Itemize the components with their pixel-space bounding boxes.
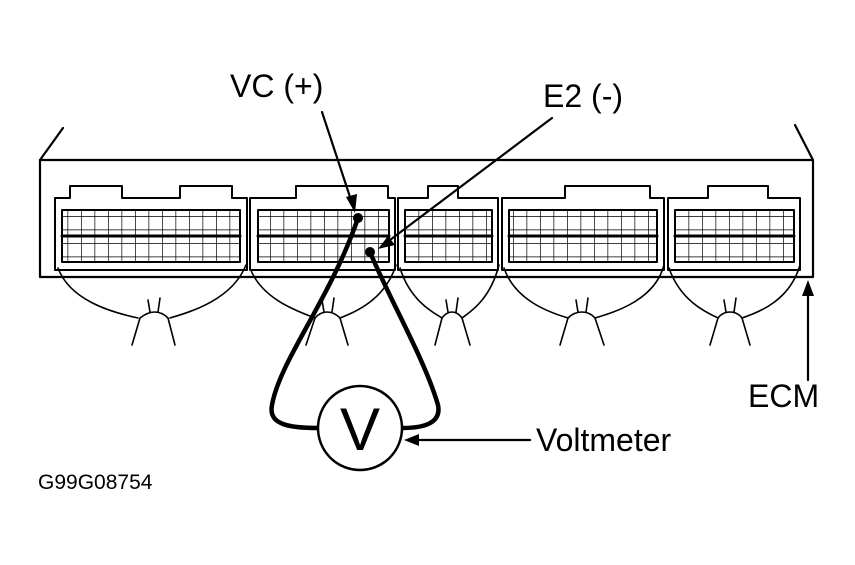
ecm-connector-5 bbox=[667, 185, 801, 271]
figure-code: G99G08754 bbox=[38, 471, 153, 494]
wire-harness bbox=[57, 264, 801, 346]
voltmeter-symbol: V bbox=[316, 384, 404, 472]
ecm-connector-4 bbox=[501, 185, 665, 271]
e2-probe-tip bbox=[365, 247, 375, 257]
e2-arrow bbox=[384, 116, 554, 245]
voltmeter-v-letter: V bbox=[340, 396, 380, 463]
probe-leads bbox=[269, 215, 441, 431]
vc-label: VC (+) bbox=[230, 68, 324, 104]
e2-label: E2 (-) bbox=[543, 78, 623, 114]
ecm-connector-1 bbox=[54, 185, 248, 271]
voltmeter-label: Voltmeter bbox=[536, 422, 672, 458]
vc-arrow bbox=[320, 110, 354, 205]
ecm-housing bbox=[38, 123, 815, 279]
callout-arrows bbox=[320, 110, 814, 446]
vc-probe-tip bbox=[353, 213, 363, 223]
ecm-label: ECM bbox=[748, 378, 820, 414]
ecm-connector-3 bbox=[397, 185, 499, 271]
